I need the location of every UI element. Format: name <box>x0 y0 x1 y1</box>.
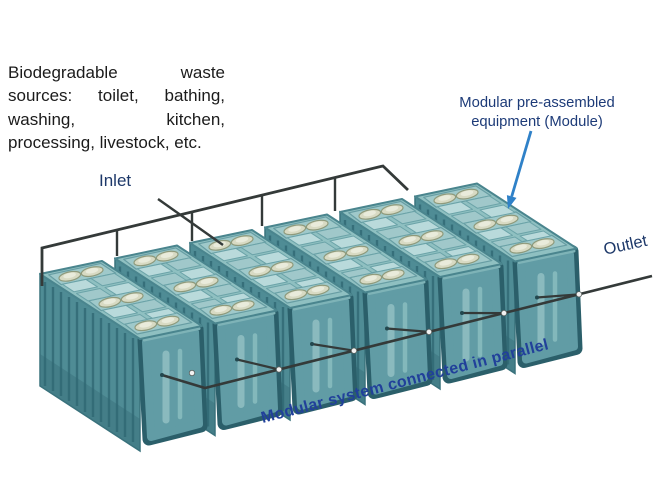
inlet-feed-pipe <box>157 198 224 246</box>
inlet-manifold-pipe <box>40 164 409 286</box>
module-callout-label: Modular pre-assembled equipment (Module) <box>459 95 615 130</box>
outlet-connection-stubs <box>236 293 580 371</box>
outlet-port-dots <box>160 295 539 377</box>
outlet-joint-dots <box>188 291 583 377</box>
outlet-piping <box>160 274 653 390</box>
callout-arrow-icon <box>506 130 533 209</box>
waste-sources-text: Biodegradable waste sources: toilet, bat… <box>8 63 225 153</box>
inlet-piping <box>40 164 409 286</box>
inlet-branch-pipes <box>115 178 337 256</box>
inlet-label: Inlet <box>99 171 132 190</box>
